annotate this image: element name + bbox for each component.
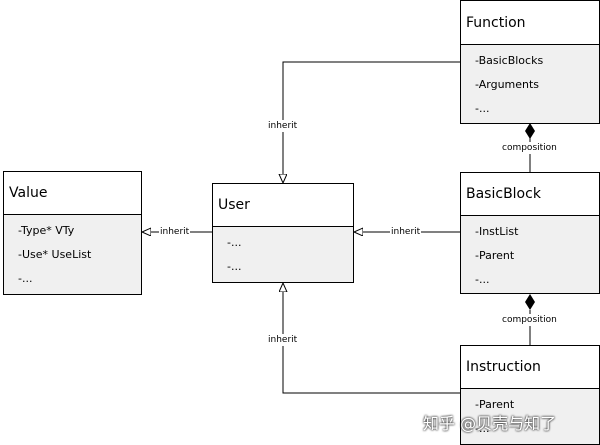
composition-basicblock-label: composition <box>501 314 558 326</box>
user-class-name: User <box>218 197 250 213</box>
value-class-name: Value <box>9 185 48 201</box>
function-attr-basicblocks: -BasicBlocks <box>475 54 544 67</box>
basicblock-class: BasicBlock -InstList -Parent -... <box>460 172 600 294</box>
function-attr-more: -... <box>475 102 490 115</box>
user-class: User -... -... <box>212 183 354 283</box>
instruction-attr-parent: -Parent <box>475 398 515 411</box>
inherit-instruction-user-line <box>283 283 460 394</box>
composition-basicblock-diamond <box>525 294 535 310</box>
value-attr-vty: -Type* VTy <box>18 224 75 237</box>
zhihu-watermark: 知乎 @贝壳与知了 <box>423 414 557 433</box>
composition-function-diamond <box>525 123 535 139</box>
function-attr-arguments: -Arguments <box>475 78 540 91</box>
inherit-function-user-label: inherit <box>267 120 299 132</box>
value-attr-uselist: -Use* UseList <box>18 248 92 261</box>
inherit-user-value-label: inherit <box>159 226 191 238</box>
user-attr-more-1: -... <box>227 236 242 249</box>
instruction-class: Instruction -Parent -... <box>460 345 600 445</box>
composition-function-label: composition <box>501 142 558 154</box>
function-class: Function -BasicBlocks -Arguments -... <box>460 0 600 124</box>
inherit-basicblock-user-label: inherit <box>390 226 422 238</box>
basicblock-attr-parent: -Parent <box>475 249 515 262</box>
instruction-class-name: Instruction <box>466 359 541 375</box>
user-attr-more-2: -... <box>227 260 242 273</box>
basicblock-class-name: BasicBlock <box>466 186 541 202</box>
function-class-name: Function <box>466 14 526 31</box>
value-attr-more: -... <box>18 272 33 285</box>
inherit-function-user-line <box>283 61 460 183</box>
inherit-instruction-user-label: inherit <box>267 334 299 346</box>
instruction-attr-more: -... <box>475 422 490 435</box>
basicblock-attr-instlist: -InstList <box>475 225 519 238</box>
value-class: Value -Type* VTy -Use* UseList -... <box>3 171 142 295</box>
basicblock-attr-more: -... <box>475 273 490 286</box>
